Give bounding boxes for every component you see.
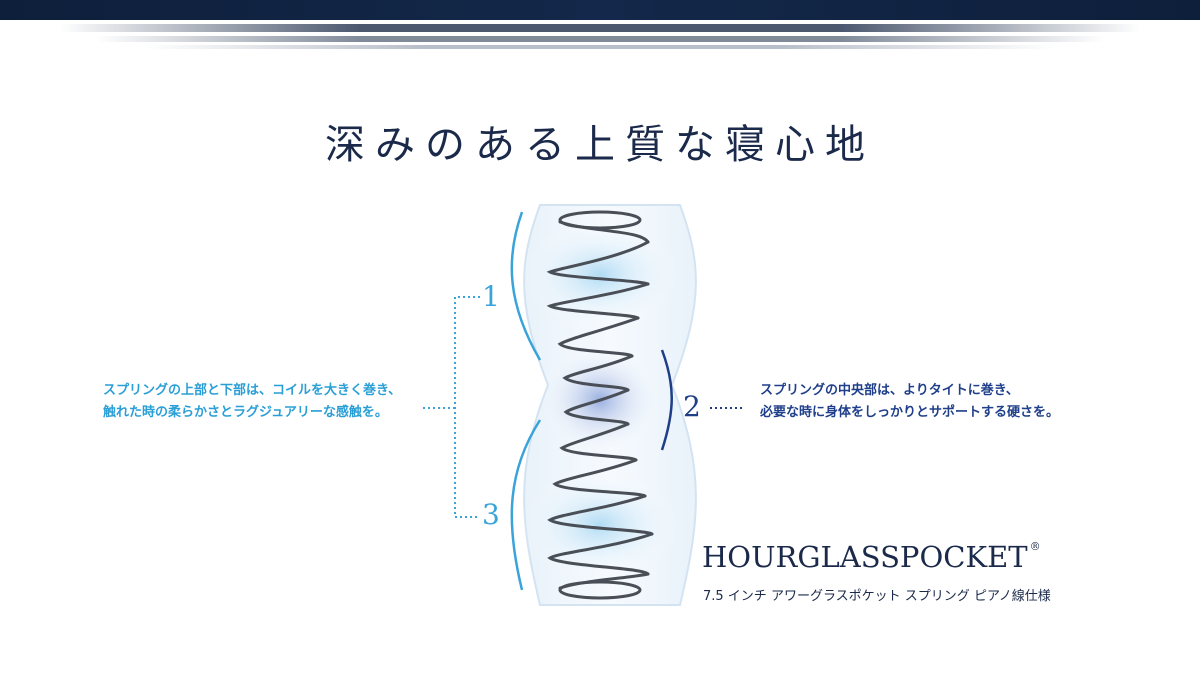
registered-mark: ® <box>1029 540 1041 553</box>
page-title: 深みのある上質な寝心地 <box>325 122 875 168</box>
left-connector <box>420 296 480 518</box>
zone-label-2: 2 <box>683 390 701 423</box>
header-stripe <box>0 36 1200 42</box>
hourglass-coil-spring-icon <box>546 210 654 600</box>
soft-zone-curve-top <box>510 211 542 361</box>
firm-zone-curve <box>660 349 673 451</box>
soft-zone-curve-bottom <box>510 419 542 591</box>
header-stripe <box>0 45 1200 49</box>
zone-label-3: 3 <box>482 498 500 531</box>
soft-zone-description: スプリングの上部と下部は、コイルを大きく巻き、 触れた時の柔らかさとラグジュアリ… <box>103 380 401 424</box>
brand-logo: HOURGLASSPOCKET® <box>702 540 1041 574</box>
product-spec: 7.5 インチ アワーグラスポケット スプリング ピアノ線仕様 <box>703 589 1051 604</box>
description-line: スプリングの上部と下部は、コイルを大きく巻き、 <box>103 383 402 398</box>
description-line: スプリングの中央部は、よりタイトに巻き、 <box>760 383 1019 398</box>
firm-zone-description: スプリングの中央部は、よりタイトに巻き、 必要な時に身体をしっかりとサポートする… <box>760 380 1059 424</box>
header-band <box>0 0 1200 20</box>
header-stripe <box>0 24 1200 32</box>
glow-bottom <box>520 470 680 580</box>
description-line: 触れた時の柔らかさとラグジュアリーな感触を。 <box>103 405 388 420</box>
description-line: 必要な時に身体をしっかりとサポートする硬さを。 <box>760 405 1060 420</box>
zone-label-1: 1 <box>482 280 500 313</box>
brand-name: HOURGLASSPOCKET <box>702 540 1028 574</box>
